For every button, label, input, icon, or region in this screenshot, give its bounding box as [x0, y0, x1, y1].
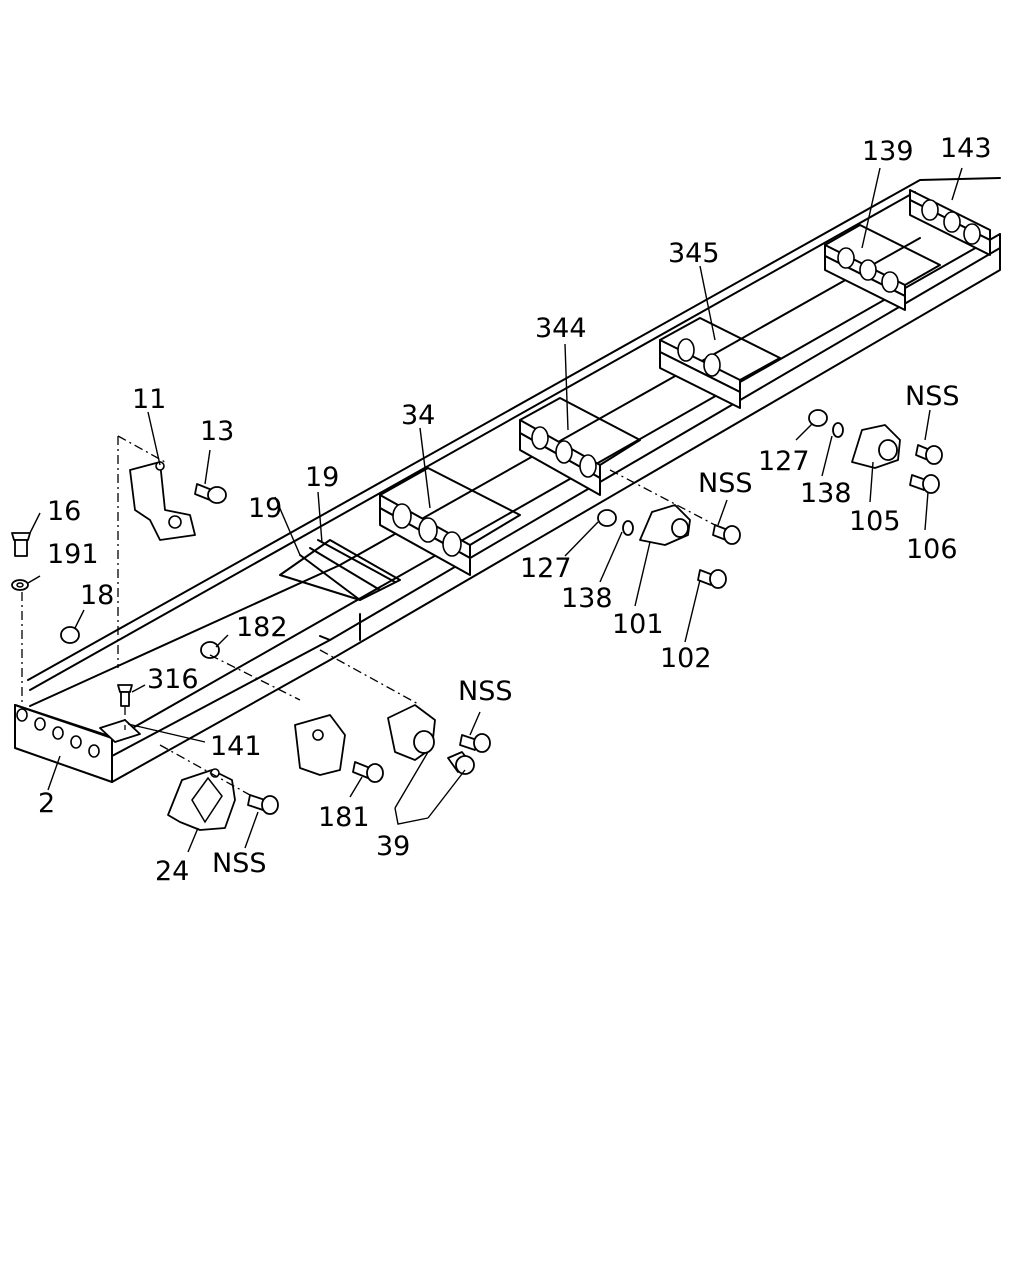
callout-127-b: 127 [758, 446, 810, 477]
callout-19-upper: 19 [305, 462, 339, 493]
callout-138-a: 138 [561, 583, 613, 614]
part-24-bracket [167, 768, 236, 831]
part-138-washer-b [832, 422, 844, 438]
part-nss-bolt-2 [459, 733, 491, 753]
callout-105: 105 [849, 506, 901, 537]
callout-138-b: 138 [800, 478, 852, 509]
part-18-nut [60, 626, 80, 644]
callout-13: 13 [200, 416, 234, 447]
callout-191: 191 [47, 539, 99, 570]
callout-182: 182 [236, 612, 288, 643]
part-nss-bolt-1 [247, 794, 279, 815]
callout-2: 2 [38, 788, 55, 819]
callout-19-lower: 19 [248, 493, 282, 524]
callout-11: 11 [132, 384, 166, 415]
part-127-nut-b [808, 409, 828, 427]
part-16-bolt [11, 532, 31, 557]
callout-106: 106 [906, 534, 958, 565]
part-102-bolt [697, 569, 727, 589]
part-181-hanger [294, 714, 346, 776]
callout-nss-105: NSS [905, 381, 959, 412]
callout-nss-101: NSS [698, 468, 752, 499]
assembly-lines [21, 435, 716, 796]
part-13-bolt [194, 483, 227, 504]
callout-nss-24: NSS [212, 848, 266, 879]
part-39-shackle [387, 704, 475, 775]
callout-139: 139 [862, 136, 914, 167]
part-181-bolt [352, 761, 384, 783]
part-316-bolt [117, 684, 133, 707]
callout-labels: 139 143 345 344 34 11 13 16 191 18 19 19… [38, 133, 992, 887]
part-127-nut-a [597, 509, 617, 527]
callout-18: 18 [80, 580, 114, 611]
part-106-bolt [909, 474, 940, 494]
part-11-bracket [129, 461, 196, 541]
part-nss-bolt-3 [712, 524, 741, 545]
part-191-washer [11, 579, 29, 591]
part-nss-bolt-4 [915, 444, 943, 465]
callout-141: 141 [210, 731, 262, 762]
callout-34: 34 [401, 400, 435, 431]
callout-102: 102 [660, 643, 712, 674]
part-101-hanger [639, 504, 691, 546]
callout-143: 143 [940, 133, 992, 164]
leader-lines [27, 167, 963, 853]
callout-24: 24 [155, 856, 189, 887]
callout-345: 345 [668, 238, 720, 269]
callout-nss-39: NSS [458, 676, 512, 707]
callout-344: 344 [535, 313, 587, 344]
part-182-nut [200, 641, 220, 659]
part-138-washer-a [622, 520, 634, 536]
callout-16: 16 [47, 496, 81, 527]
part-141-plate [99, 719, 141, 743]
part-105-hanger [851, 424, 901, 469]
callout-39: 39 [376, 831, 410, 862]
chassis-frame [14, 177, 1001, 783]
callout-127-a: 127 [520, 553, 572, 584]
callout-316: 316 [147, 664, 199, 695]
callout-181: 181 [318, 802, 370, 833]
callout-101: 101 [612, 609, 664, 640]
